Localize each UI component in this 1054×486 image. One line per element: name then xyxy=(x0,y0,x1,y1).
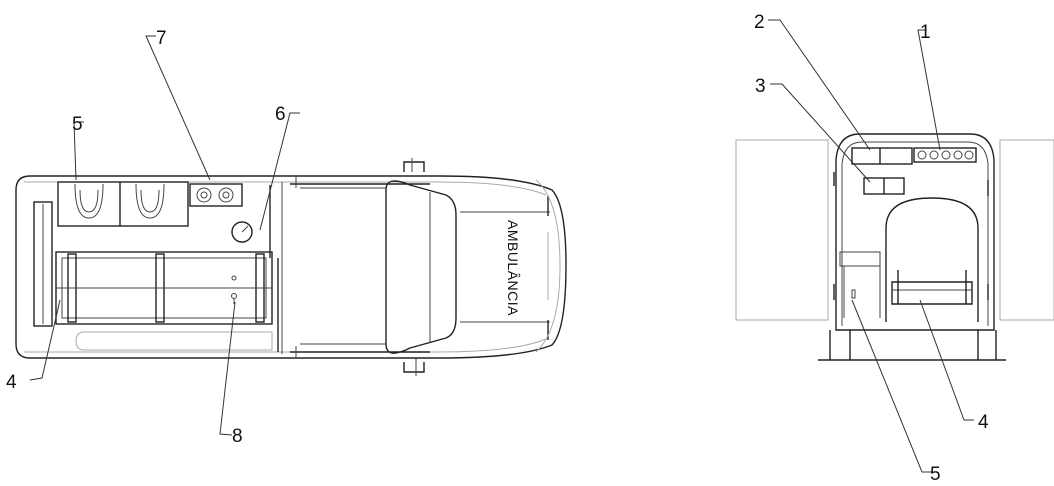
callout-label-5: 5 xyxy=(72,114,83,135)
rear-bench xyxy=(839,251,881,267)
vehicle-cab xyxy=(290,158,561,376)
callout-label-7: 7 xyxy=(156,28,167,49)
pressure-gauge xyxy=(231,221,253,243)
rear-step xyxy=(33,201,53,327)
oxygen-cylinders xyxy=(189,183,243,207)
upper-cabinets xyxy=(851,147,913,165)
callout-label-6: 6 xyxy=(275,104,286,125)
callout-label-2: 2 xyxy=(754,12,765,33)
vehicle-body-outline xyxy=(15,175,567,359)
callout-label-8: 8 xyxy=(232,426,243,447)
rear-body-outline xyxy=(835,133,995,331)
right-door xyxy=(999,139,1054,321)
callout-label-5-rear: 5 xyxy=(930,464,941,485)
light-panel xyxy=(913,147,977,163)
ambulance-text: AMBULÂNCIA xyxy=(505,220,521,316)
rear-stretcher xyxy=(891,270,973,305)
callout-label-3: 3 xyxy=(755,76,766,97)
stretcher xyxy=(55,251,273,325)
callout-label-4: 4 xyxy=(6,372,17,393)
left-door xyxy=(735,139,829,321)
callout-label-4-rear: 4 xyxy=(978,412,989,433)
callout-label-1: 1 xyxy=(920,22,931,43)
ambulance-rear-view: 2 1 3 4 5 xyxy=(735,12,1054,485)
storage-cabinets xyxy=(57,181,189,227)
ambulance-top-view: AMBULÂNCIA 7 5 6 4 8 xyxy=(6,28,567,447)
